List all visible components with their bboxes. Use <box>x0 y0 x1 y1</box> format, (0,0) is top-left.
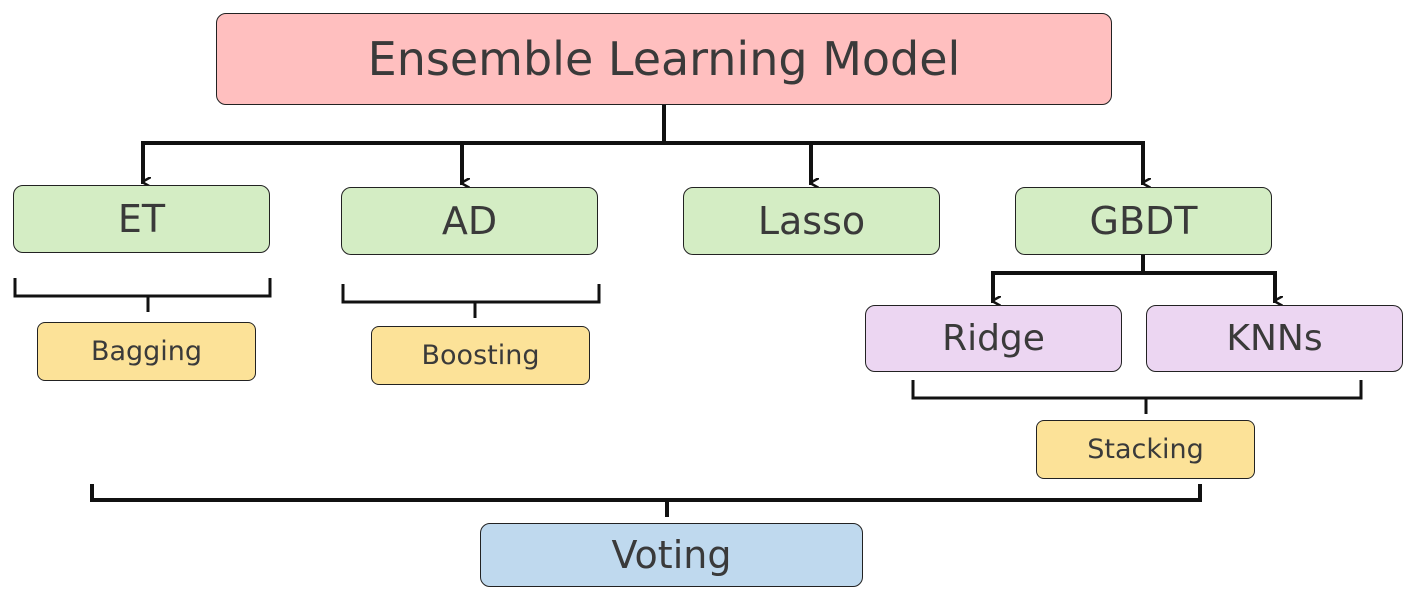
gbdt-model-node: GBDT <box>1015 187 1272 255</box>
voting-bracket <box>90 484 1202 517</box>
bagging-bracket <box>13 278 272 312</box>
ad-model-node: AD <box>341 187 598 255</box>
lasso-model-node: Lasso <box>683 187 940 255</box>
ridge-model-node: Ridge <box>865 305 1122 372</box>
knns-model-node: KNNs <box>1146 305 1403 372</box>
et-model-node: ET <box>13 185 270 253</box>
stacking-method-node: Stacking <box>1036 420 1255 479</box>
stacking-bracket <box>911 380 1363 414</box>
boosting-method-node: Boosting <box>371 326 590 385</box>
ensemble-learning-model-node: Ensemble Learning Model <box>216 13 1112 105</box>
bagging-method-node: Bagging <box>37 322 256 381</box>
voting-method-node: Voting <box>480 523 863 587</box>
boosting-bracket <box>341 284 601 318</box>
